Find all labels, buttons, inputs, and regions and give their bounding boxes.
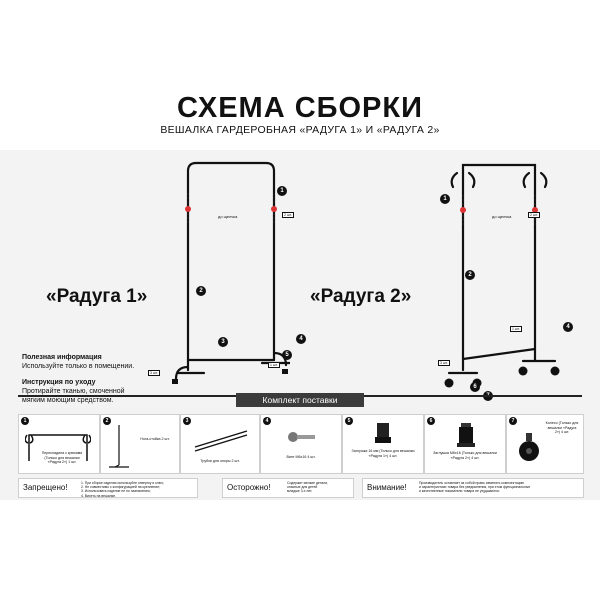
kit-item-number: 6 [427,417,435,425]
rack-2-callout-6: 6 [470,382,480,392]
rack-1-callout-5: 5 [282,350,292,360]
rack-1-clip-tag: 2 шт. [282,212,294,218]
kit-item-label: Перекладина с крюками (Только для вешалк… [41,451,83,464]
warning-forbidden: Запрещено! 1. При сборке изделия использ… [18,478,198,498]
rack-2-diagram [444,163,560,388]
rack-1-screw-tag: 1 шт. [268,362,280,368]
kit-item-label: Заглушка М6х16 (Только для вешалки «Раду… [433,451,497,460]
warning-text: Производитель оставляет за собой право и… [419,481,531,494]
kit-item-label: Нога-стойка 2 шт. [140,437,170,441]
rack-2-clip-tag: 2 шт. [528,212,540,218]
kit-item-5: 5 Заглушка 16 мм (Только для вешалки «Ра… [342,414,424,474]
plug-16mm-icon [375,423,391,443]
care-info: Инструкция по уходу Протирайте тканью, с… [22,378,125,405]
rack-2-callout-2: 2 [465,270,475,280]
kit-item-label: Трубки для опоры 2 шт. [200,459,240,463]
kit-item-number: 2 [103,417,111,425]
model-1-name: «Радуга 1» [46,286,148,307]
care-info-heading: Инструкция по уходу [22,379,96,386]
care-info-line-2: мягким моющим средством. [22,397,114,404]
kit-title: Комплект поставки [236,393,364,407]
rack-1-wheel-tag: 3 шт. [148,370,160,376]
page-title: СХЕМА СБОРКИ [177,92,423,124]
kit-item-3: 3 Трубки для опоры 2 шт. [180,414,260,474]
crossbar-icon [25,434,91,461]
rack-2-top-label: до щелчка [492,214,512,219]
rack-1-diagram [172,161,290,384]
rack-2-wheel-tag: 3 шт. [438,360,450,366]
model-2-name: «Радуга 2» [310,286,412,307]
kit-item-1: 1 Перекладина с крюками (Только для веша… [18,414,100,474]
warning-attention: Внимание! Производитель оставляет за соб… [362,478,584,498]
kit-item-number: 7 [509,417,517,425]
warning-title: Запрещено! [23,483,68,492]
warning-title: Внимание! [367,483,407,492]
useful-info: Полезная информация Используйте только в… [22,353,134,371]
rack-1-callout-2: 2 [196,286,206,296]
warning-caution: Осторожно! Содержит мелкие детали, опасн… [222,478,354,498]
kit-item-7: 7 Колесо (Только для вешалки «Радуга 2»)… [506,414,584,474]
rack-2-callout-1: 1 [440,194,450,204]
kit-item-number: 3 [183,417,191,425]
kit-item-number: 5 [345,417,353,425]
useful-info-heading: Полезная информация [22,354,102,361]
rack-1-callout-1: 1 [277,186,287,196]
kit-item-6: 6 Заглушка М6х16 (Только для вешалки «Ра… [424,414,506,474]
warning-title: Осторожно! [227,483,271,492]
warning-text: 1. При сборке изделия используйте отверт… [81,481,164,498]
kit-item-2: 2 Нога-стойка 2 шт. [100,414,180,474]
screw-icon [288,432,315,442]
rack-1-callout-4: 4 [296,334,306,344]
rack-1-callout-3: 3 [218,337,228,347]
kit-item-label: Заглушка 16 мм (Только для вешалки «Раду… [351,449,415,458]
page-subtitle: ВЕШАЛКА ГАРДЕРОБНАЯ «РАДУГА 1» И «РАДУГА… [160,124,440,136]
leg-stand-icon [109,425,129,468]
useful-info-text: Используйте только в помещении. [22,363,135,370]
care-info-line-1: Протирайте тканью, смоченной [22,388,125,395]
kit-item-number: 1 [21,417,29,425]
warning-text: Содержит мелкие детали, опасные для дете… [287,481,328,494]
rack-1-top-label: до щелчка [218,214,238,219]
rack-2-callout-4: 4 [563,322,573,332]
wheel-icon [519,433,539,461]
kit-item-number: 4 [263,417,271,425]
support-tubes-icon [194,430,248,452]
rack-2-screw-tag: 1 шт. [510,326,522,332]
kit-item-label: Колесо (Только для вешалки «Радуга 2») 4… [545,421,579,434]
kit-item-label: Винт М6х16 4 шт. [286,455,316,459]
plug-m6x16-icon [457,423,475,447]
kit-item-4: 4 Винт М6х16 4 шт. [260,414,342,474]
